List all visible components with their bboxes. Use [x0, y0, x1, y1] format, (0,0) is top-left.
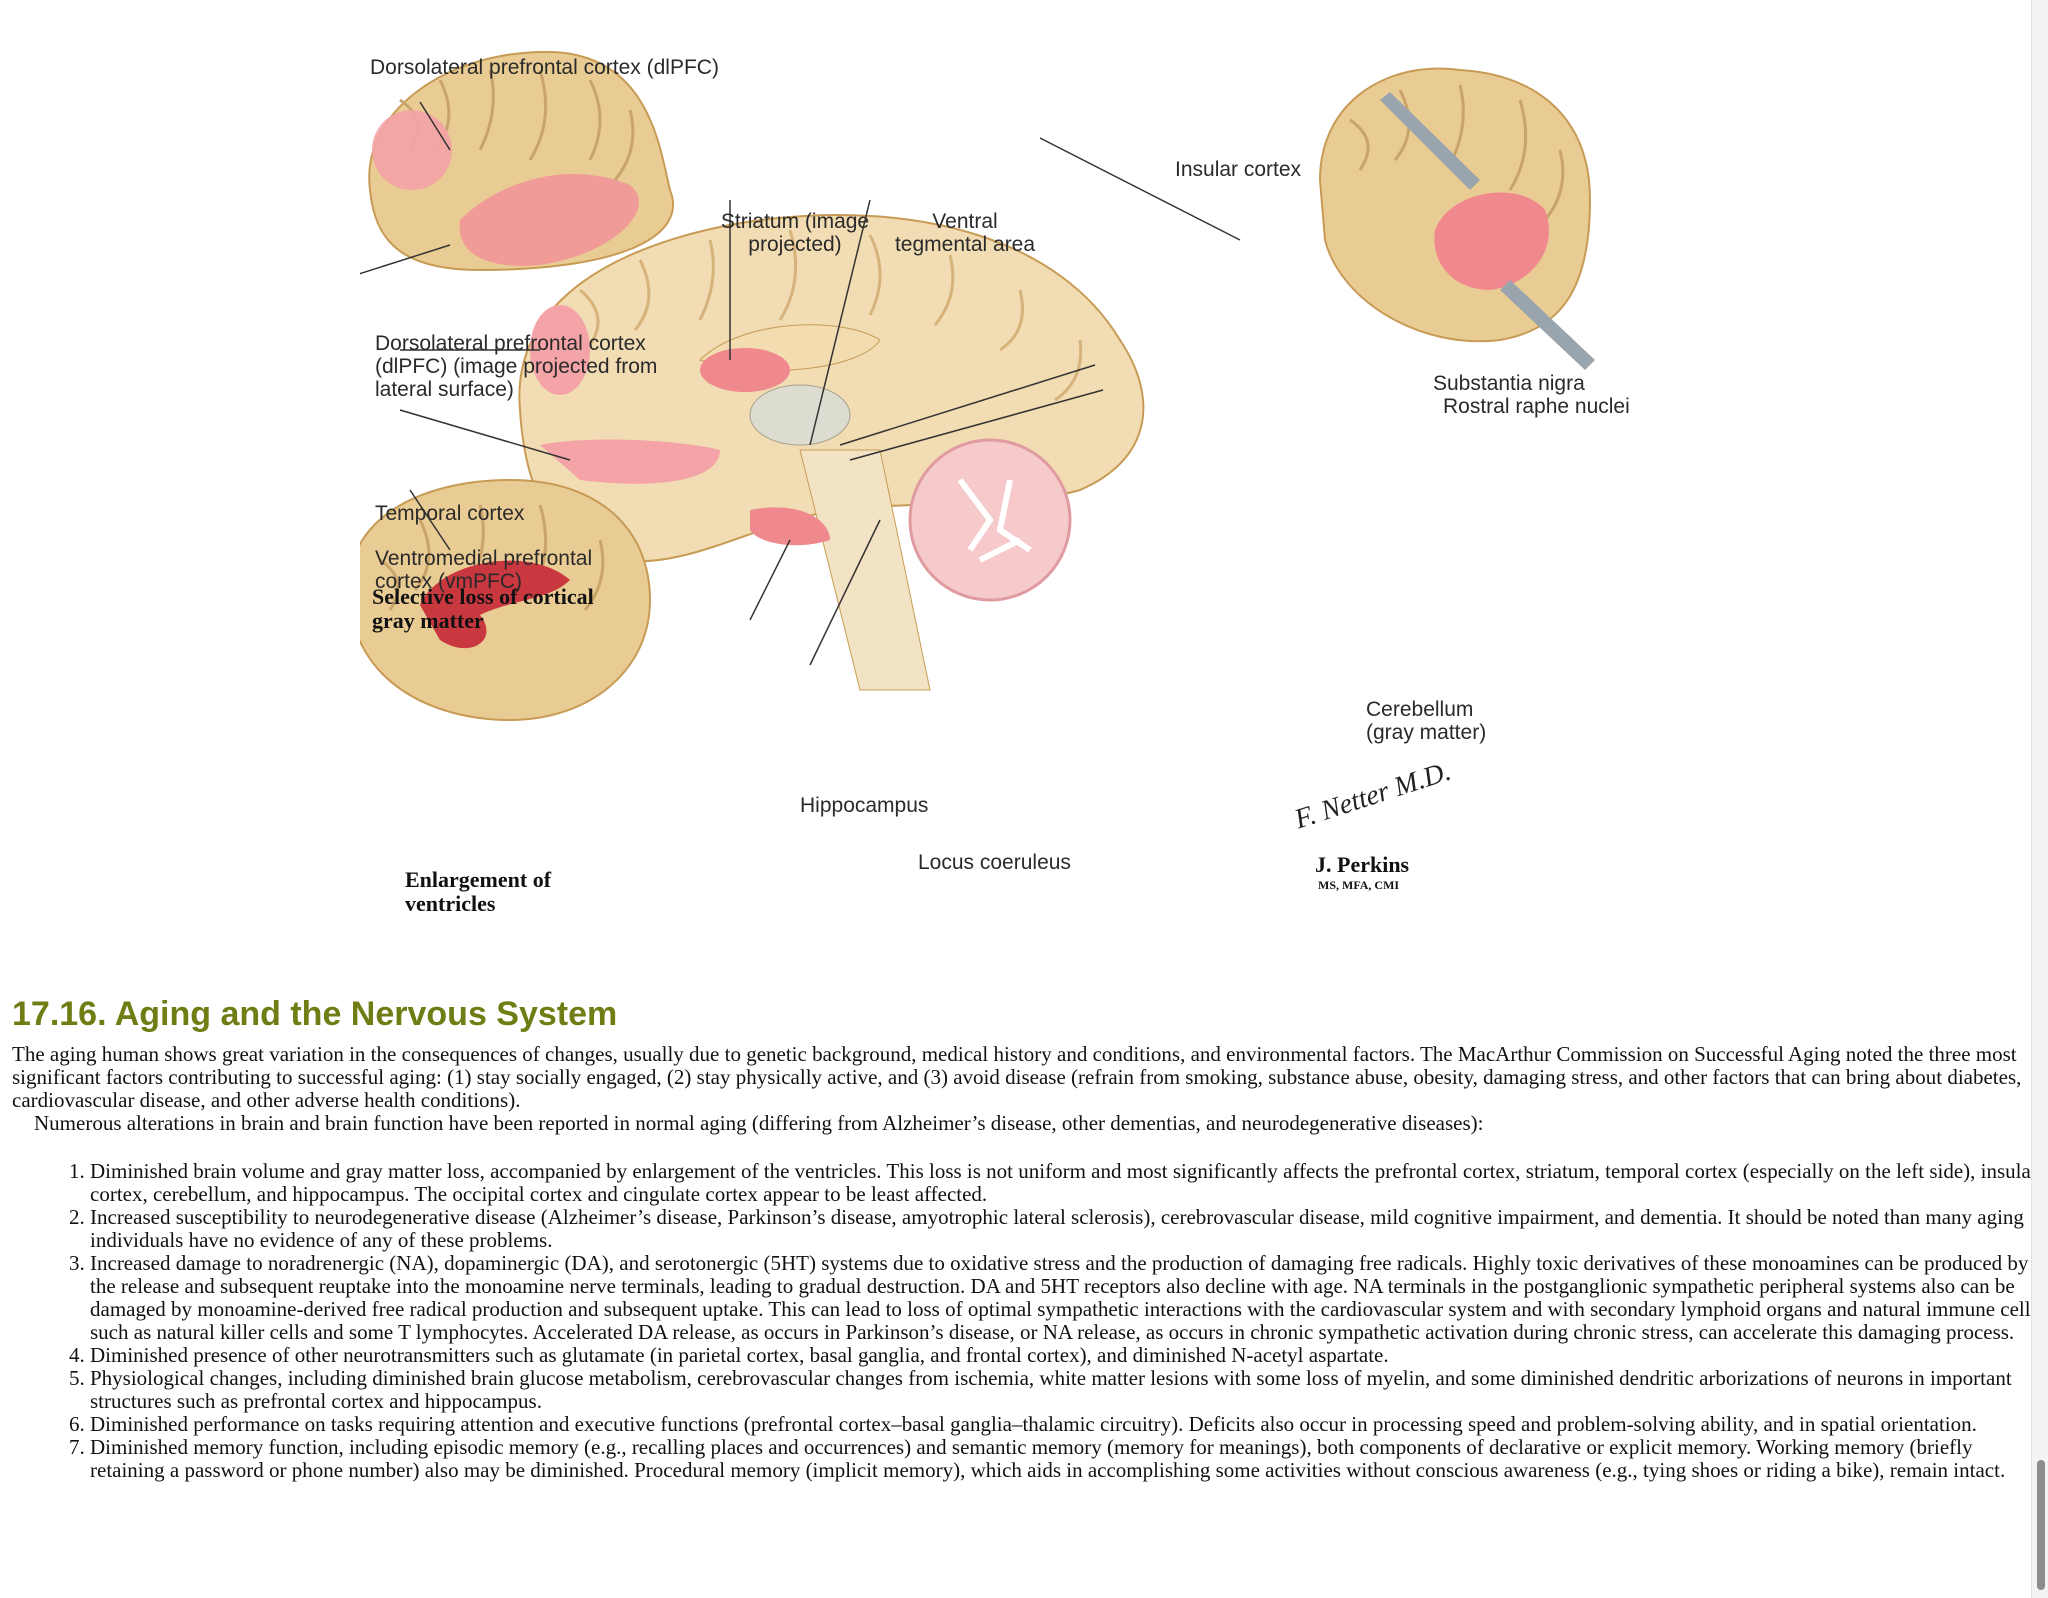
label-cerebellum: Cerebellum (gray matter): [1366, 698, 1487, 744]
leader-lines: [360, 101, 1241, 666]
ventricle-brain: [360, 478, 652, 722]
artist-name: J. Perkins: [1315, 852, 1410, 877]
section-body: The aging human shows great variation in…: [12, 1043, 2040, 1482]
list-item: Diminished brain volume and gray matter …: [90, 1160, 2040, 1206]
label-dlpfc-top: Dorsolateral prefrontal cortex (dlPFC): [370, 56, 719, 79]
brain-drawing: [360, 50, 1595, 722]
label-insular: Insular cortex: [1175, 158, 1302, 181]
list-item: Diminished memory function, including ep…: [90, 1436, 2040, 1482]
list-item: Diminished presence of other neurotransm…: [90, 1344, 2040, 1367]
list-item: Physiological changes, including diminis…: [90, 1367, 2040, 1413]
label-striatum: Striatum (image projected): [720, 210, 870, 256]
label-dlpfc-projected: Dorsolateral prefrontal cortex (dlPFC) (…: [375, 332, 658, 401]
artist-credentials: MS, MFA, CMI: [1318, 878, 1400, 892]
alterations-list: Diminished brain volume and gray matter …: [12, 1160, 2040, 1482]
label-locus: Locus coeruleus: [918, 851, 1071, 874]
label-raphe: Rostral raphe nuclei: [1443, 395, 1630, 418]
label-selective-loss: Selective loss of cortical gray matter: [372, 584, 594, 633]
list-item: Diminished performance on tasks requirin…: [90, 1413, 2040, 1436]
label-vta: Ventral tegmental area: [894, 210, 1036, 256]
intro-paragraph: The aging human shows great variation in…: [12, 1042, 2022, 1112]
brain-illustration: Dorsolateral prefrontal cortex (dlPFC) D…: [360, 40, 1700, 940]
list-item: Increased susceptibility to neurodegener…: [90, 1206, 2040, 1252]
vertical-scrollbar[interactable]: [2031, 0, 2048, 1598]
label-enlargement: Enlargement of ventricles: [405, 867, 552, 916]
section-title: 17.16. Aging and the Nervous System: [12, 995, 618, 1033]
scrollbar-thumb[interactable]: [2037, 1460, 2045, 1590]
label-temporal: Temporal cortex: [375, 502, 525, 525]
insular-brain: [1318, 67, 1595, 370]
label-substantia: Substantia nigra: [1433, 372, 1585, 395]
lateral-brain-top: [368, 50, 674, 272]
medial-brain-center: [518, 214, 1145, 691]
list-item: Increased damage to noradrenergic (NA), …: [90, 1252, 2040, 1344]
lead-paragraph: Numerous alterations in brain and brain …: [34, 1111, 1484, 1135]
label-vmpfc: Ventromedial prefrontal cortex (vmPFC): [375, 547, 593, 593]
label-hippocampus: Hippocampus: [800, 794, 929, 817]
